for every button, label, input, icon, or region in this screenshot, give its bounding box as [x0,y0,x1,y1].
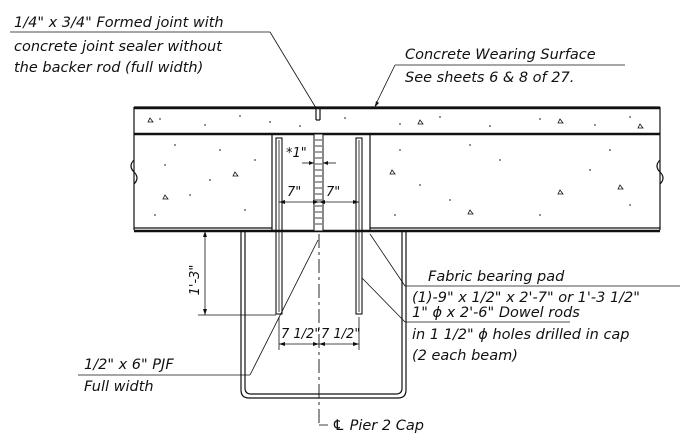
dim-height: 1'-3" [188,265,203,296]
formed-joint-line-1: 1/4" x 3/4" Formed joint with [14,15,224,31]
bearing-pad-line-2: (1)-9" x 1/2" x 2'-7" or 1'-3 1/2" [412,290,640,306]
pjf-line-1: 1/2" x 6" PJF [84,357,174,373]
dowel-rods-line-3: (2 each beam) [412,348,518,364]
dimension-lines [198,161,360,350]
pjf-line-2: Full width [84,379,154,395]
wearing-surface-line-2: See sheets 6 & 8 of 27. [405,70,574,86]
dowel-rods [275,137,363,315]
beam-slabs [130,159,664,233]
pjf-filler [313,133,324,232]
dimension-labels: *1" 7" 7" 1'-3" 7 1/2" 7 1/2" [188,146,360,342]
dim-gap: *1" [286,146,307,161]
dim-right-7-5: 7 1/2" [321,327,360,342]
wearing-surface-line-1: Concrete Wearing Surface [405,47,596,63]
dim-right-7: 7" [326,185,340,200]
pjf-note: 1/2" x 6" PJF Full width [84,357,174,395]
bearing-pad-note: Fabric bearing pad (1)-9" x 1/2" x 2'-7"… [412,269,640,306]
beam-ends [271,134,371,231]
dowel-rods-note: 1" ϕ x 2'-6" Dowel rods in 1 1/2" ϕ hole… [412,305,630,364]
formed-joint-line-2: concrete joint sealer without [14,39,223,55]
bearing-pad-line-1: Fabric bearing pad [428,269,565,285]
concrete-hatch [147,115,644,216]
dowel-rods-line-1: 1" ϕ x 2'-6" Dowel rods [412,305,580,321]
dim-left-7-5: 7 1/2" [281,327,320,342]
dowel-rods-line-2: in 1 1/2" ϕ holes drilled in cap [412,327,630,343]
leader-lines [10,31,680,426]
pier-cap-centerline-label: ℄ Pier 2 Cap [332,418,424,434]
wearing-surface-layer [133,106,661,230]
dim-left-7: 7" [287,185,301,200]
wearing-surface-note: Concrete Wearing Surface See sheets 6 & … [405,47,596,86]
pier-cap [240,231,407,399]
formed-joint-note: 1/4" x 3/4" Formed joint with concrete j… [14,15,224,76]
formed-joint-line-3: the backer rod (full width) [14,60,203,76]
